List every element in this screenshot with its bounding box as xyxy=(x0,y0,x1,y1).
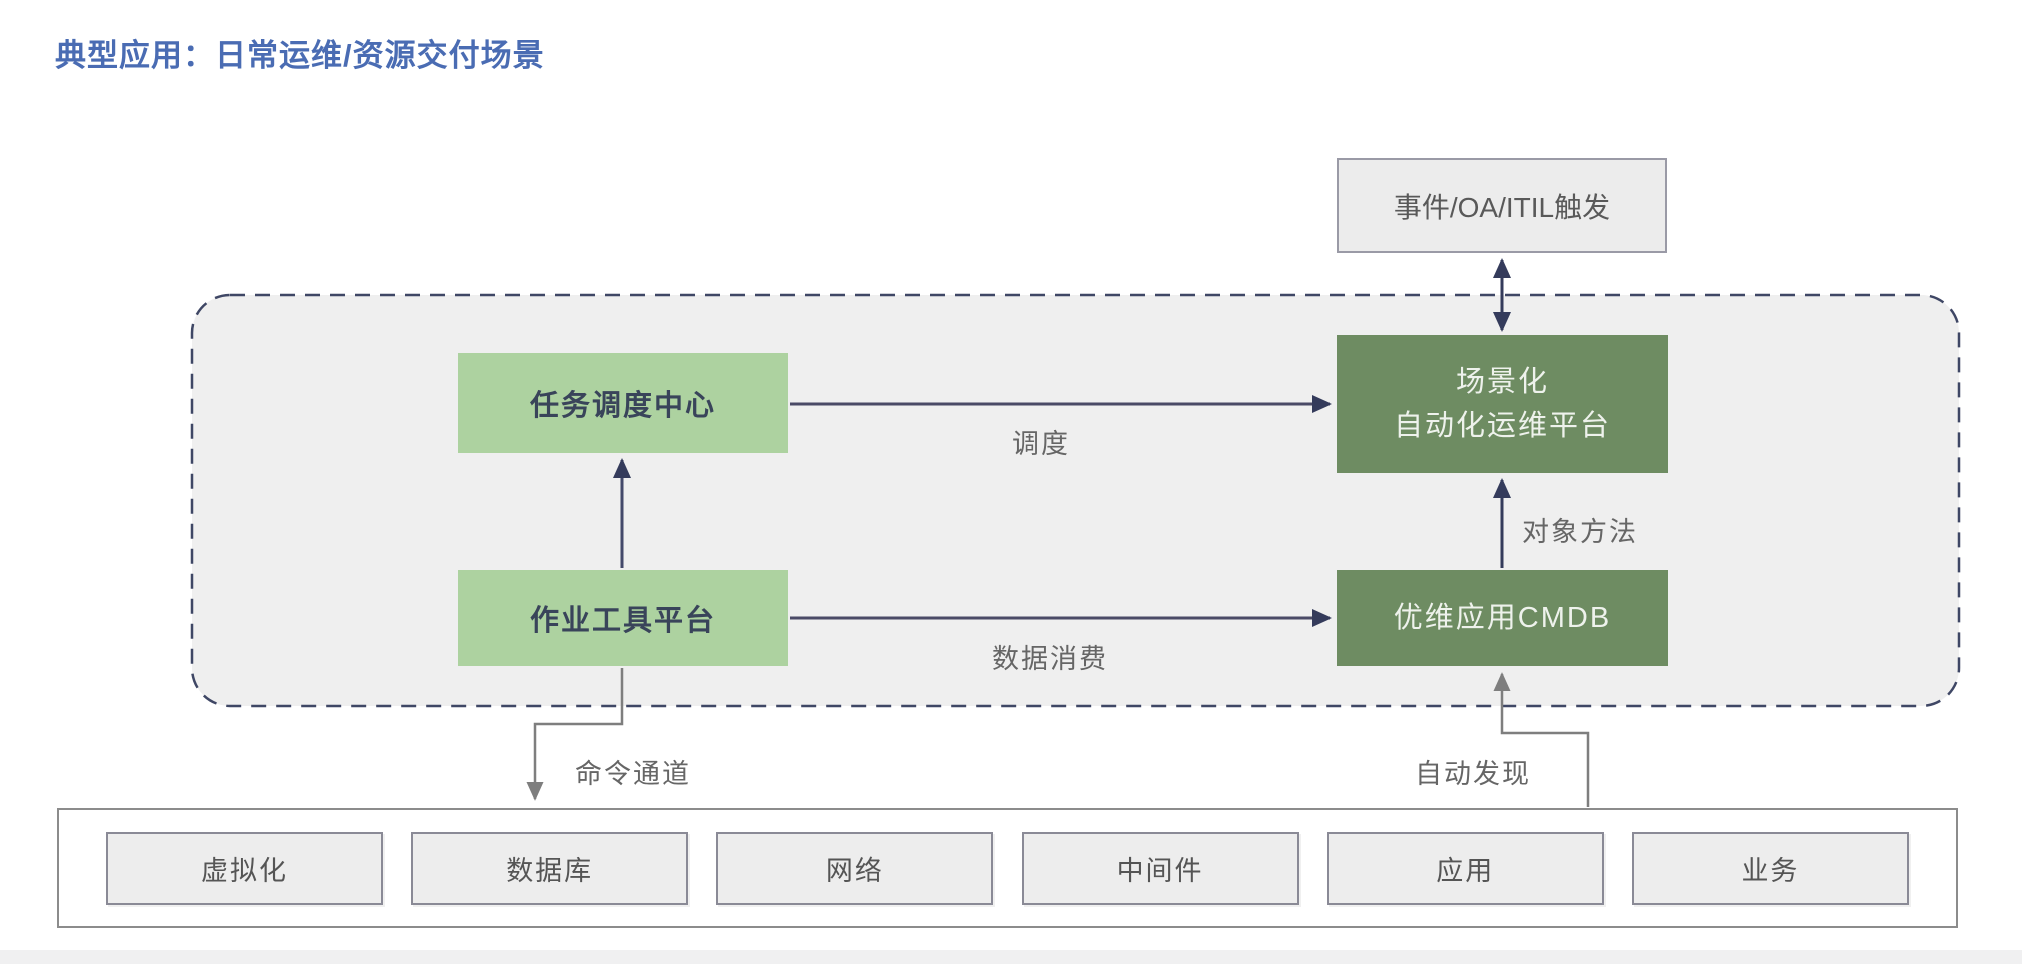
infra-box-application: 应用 xyxy=(1326,831,1604,905)
node-job-tool-platform-label: 作业工具平台 xyxy=(529,605,716,637)
edge-label-command-channel: 命令通道 xyxy=(575,759,691,789)
edge-label-schedule: 调度 xyxy=(1012,429,1070,459)
footer-strip xyxy=(0,950,2022,964)
edge-label-data-consume: 数据消费 xyxy=(992,644,1108,674)
node-scenario-automation-line2: 自动化运维平台 xyxy=(1393,410,1611,442)
arrow-command-channel xyxy=(526,668,624,801)
infra-box-network: 网络 xyxy=(716,831,994,905)
node-event-trigger: 事件/OA/ITIL触发 xyxy=(1337,158,1667,253)
infra-box-middleware: 中间件 xyxy=(1021,831,1299,905)
arrow-auto-discovery xyxy=(1493,672,1590,807)
edge-label-auto-discovery: 自动发现 xyxy=(1415,759,1531,789)
node-cmdb: 优维应用CMDB xyxy=(1337,570,1668,666)
infra-box-virtualization: 虚拟化 xyxy=(106,831,383,905)
infra-container: 虚拟化 数据库 网络 中间件 应用 业务 xyxy=(57,808,1958,928)
node-scenario-automation-line1: 场景化 xyxy=(1455,366,1549,398)
node-job-tool-platform: 作业工具平台 xyxy=(458,570,788,666)
node-event-trigger-label: 事件/OA/ITIL触发 xyxy=(1393,191,1611,223)
infra-box-database: 数据库 xyxy=(411,831,689,905)
node-scenario-automation-platform: 场景化 自动化运维平台 xyxy=(1337,335,1668,473)
node-cmdb-label: 优维应用CMDB xyxy=(1393,602,1612,634)
edge-label-object-method: 对象方法 xyxy=(1522,517,1638,547)
node-task-scheduling-center-label: 任务调度中心 xyxy=(529,390,716,422)
node-task-scheduling-center: 任务调度中心 xyxy=(458,353,788,453)
page-title: 典型应用：日常运维/资源交付场景 xyxy=(55,38,545,73)
infra-box-business: 业务 xyxy=(1631,831,1909,905)
